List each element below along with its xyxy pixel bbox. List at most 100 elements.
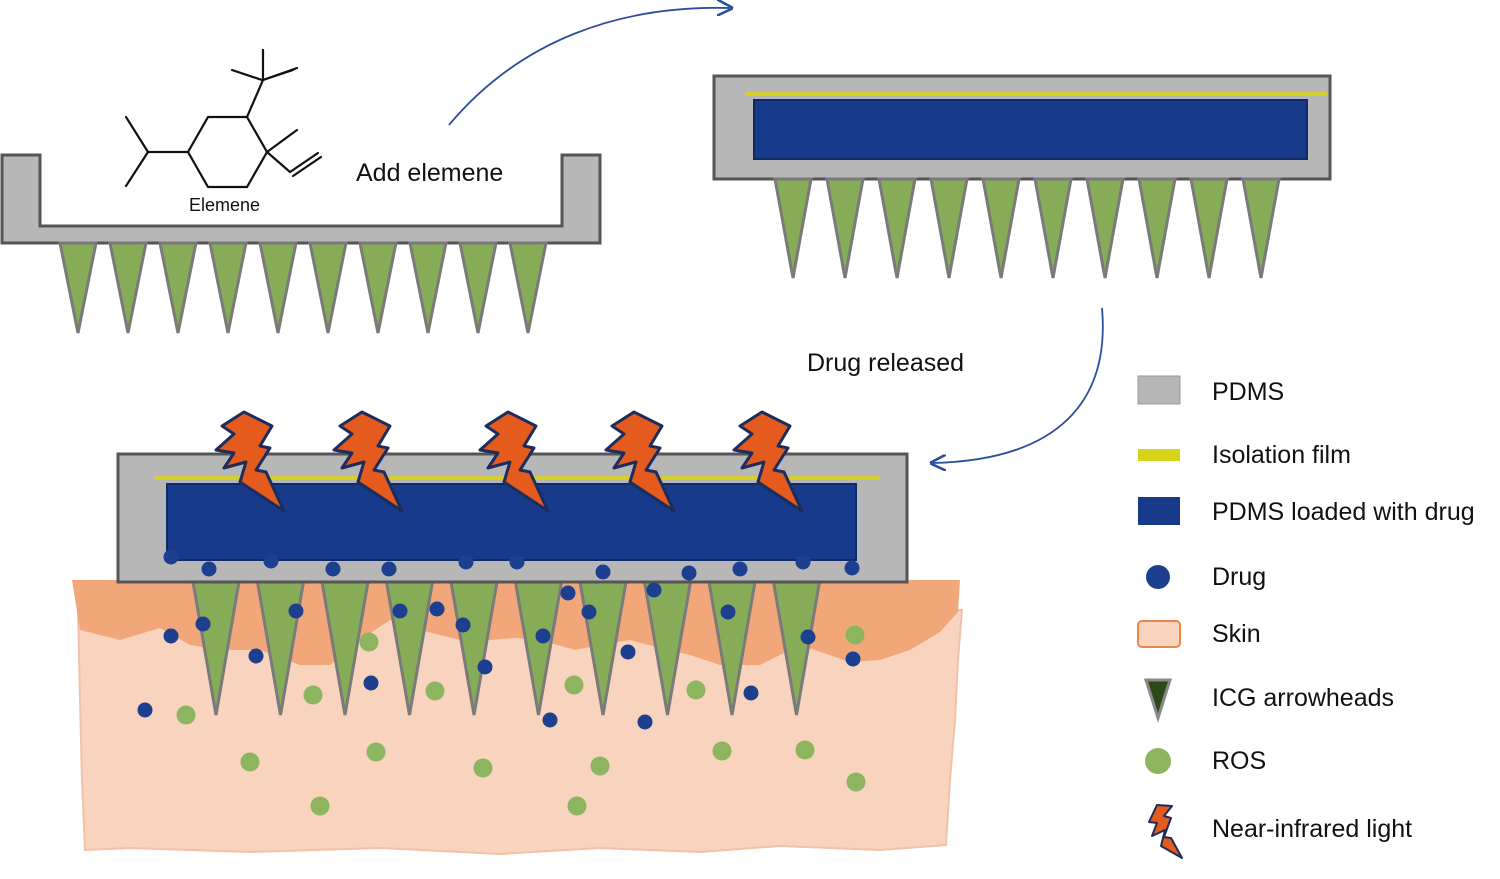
- drug-particle: [646, 582, 662, 598]
- drug-particle: [720, 604, 736, 620]
- microneedle: [929, 177, 969, 279]
- lightning-bolt: [604, 410, 676, 513]
- drug-particle: [263, 553, 279, 569]
- legend-item-icg: ICG arrowheads: [1136, 677, 1500, 717]
- microneedle: [158, 241, 198, 334]
- drug-particle: [381, 561, 397, 577]
- microneedle: [508, 241, 548, 334]
- drug-particle: [845, 651, 861, 667]
- drug-particle: [637, 714, 653, 730]
- ros-particle: [240, 752, 260, 772]
- ros-particle: [366, 742, 386, 762]
- microneedle: [1033, 177, 1073, 279]
- legend-item-drug: Drug: [1136, 556, 1500, 596]
- microneedle: [773, 177, 813, 279]
- legend-label-ros: ROS: [1212, 747, 1267, 775]
- ros-particle: [845, 625, 865, 645]
- drug-particle: [620, 644, 636, 660]
- drug-particle: [248, 648, 264, 664]
- drug-particle: [595, 564, 611, 580]
- microneedle: [1189, 177, 1229, 279]
- drug-particle: [458, 554, 474, 570]
- lightning-bolt: [732, 410, 804, 513]
- drug-particle: [137, 702, 153, 718]
- legend-item-skin: Skin: [1136, 613, 1500, 653]
- ros-particle: [359, 632, 379, 652]
- legend-drug-dot: [1146, 565, 1170, 589]
- drug-particle: [455, 617, 471, 633]
- legend-nir-bolt: [1148, 804, 1183, 859]
- pdms-drug-layer-applied: [166, 483, 857, 561]
- microneedle: [877, 177, 917, 279]
- drug-particle: [363, 675, 379, 691]
- drug-particle: [429, 601, 445, 617]
- microneedle: [825, 177, 865, 279]
- pdms-drug-layer: [753, 99, 1308, 160]
- drug-particle: [844, 560, 860, 576]
- pdms-mold-open: [0, 153, 602, 245]
- ros-particle: [303, 685, 323, 705]
- legend-film-swatch: [1138, 449, 1180, 461]
- add-elemene-arrow: [448, 8, 730, 126]
- legend-label-pdms-drug: PDMS loaded with drug: [1212, 498, 1475, 526]
- microneedle: [308, 241, 348, 334]
- ros-particle: [564, 675, 584, 695]
- drug-particles: [137, 549, 861, 730]
- legend-label-skin: Skin: [1212, 620, 1261, 648]
- drug-particle: [195, 616, 211, 632]
- microneedle: [1241, 177, 1281, 279]
- drug-particle: [392, 603, 408, 619]
- microneedle: [258, 241, 298, 334]
- ros-particle: [567, 796, 587, 816]
- legend-label-icg: ICG arrowheads: [1212, 684, 1395, 712]
- drug-particle: [477, 659, 493, 675]
- ros-particle: [712, 741, 732, 761]
- legend-label-pdms: PDMS: [1212, 378, 1285, 406]
- legend-label-film: Isolation film: [1212, 441, 1351, 469]
- drug-particle: [732, 561, 748, 577]
- ros-particle: [310, 796, 330, 816]
- legend-item-pdms-drug: PDMS loaded with drug: [1136, 491, 1500, 531]
- ros-particle: [686, 680, 706, 700]
- near-infrared-light-bolts: [214, 410, 804, 513]
- legend-pdms-swatch: [1137, 375, 1181, 405]
- lightning-bolt: [332, 410, 404, 513]
- drug-particle: [800, 629, 816, 645]
- microneedle: [208, 241, 248, 334]
- ros-particles: [176, 625, 866, 816]
- elemene-structure: [124, 48, 323, 189]
- legend-item-nir: Near-infrared light: [1136, 808, 1500, 848]
- legend-label-drug: Drug: [1212, 563, 1267, 591]
- microneedle: [108, 241, 148, 334]
- lightning-bolt: [478, 410, 550, 513]
- microneedle: [58, 241, 98, 334]
- add-elemene-label: Add elemene: [356, 159, 504, 187]
- legend-label-nir: Near-infrared light: [1212, 815, 1413, 843]
- microneedle: [408, 241, 448, 334]
- drug-particle: [163, 549, 179, 565]
- microneedle: [358, 241, 398, 334]
- drug-particle: [535, 628, 551, 644]
- ros-particle: [473, 758, 493, 778]
- microneedle: [1085, 177, 1125, 279]
- drug-particle: [681, 565, 697, 581]
- microneedle: [1137, 177, 1177, 279]
- ros-particle: [590, 756, 610, 776]
- drug-particle: [542, 712, 558, 728]
- microneedle-array-loaded: [773, 177, 1281, 279]
- legend-pdms-drug-swatch: [1138, 497, 1180, 525]
- drug-particle: [201, 561, 217, 577]
- microneedle-array-mold: [58, 241, 548, 334]
- legend-ros-dot: [1145, 748, 1171, 774]
- molecule-label: Elemene: [189, 195, 261, 215]
- legend-icg-arrowhead: [1143, 678, 1173, 723]
- ros-particle: [846, 772, 866, 792]
- ros-particle: [795, 740, 815, 760]
- drug-particle: [509, 554, 525, 570]
- drug-particle: [743, 685, 759, 701]
- legend-symbols: [1137, 375, 1183, 859]
- drug-released-arrow: [933, 307, 1104, 463]
- drug-particle: [795, 554, 811, 570]
